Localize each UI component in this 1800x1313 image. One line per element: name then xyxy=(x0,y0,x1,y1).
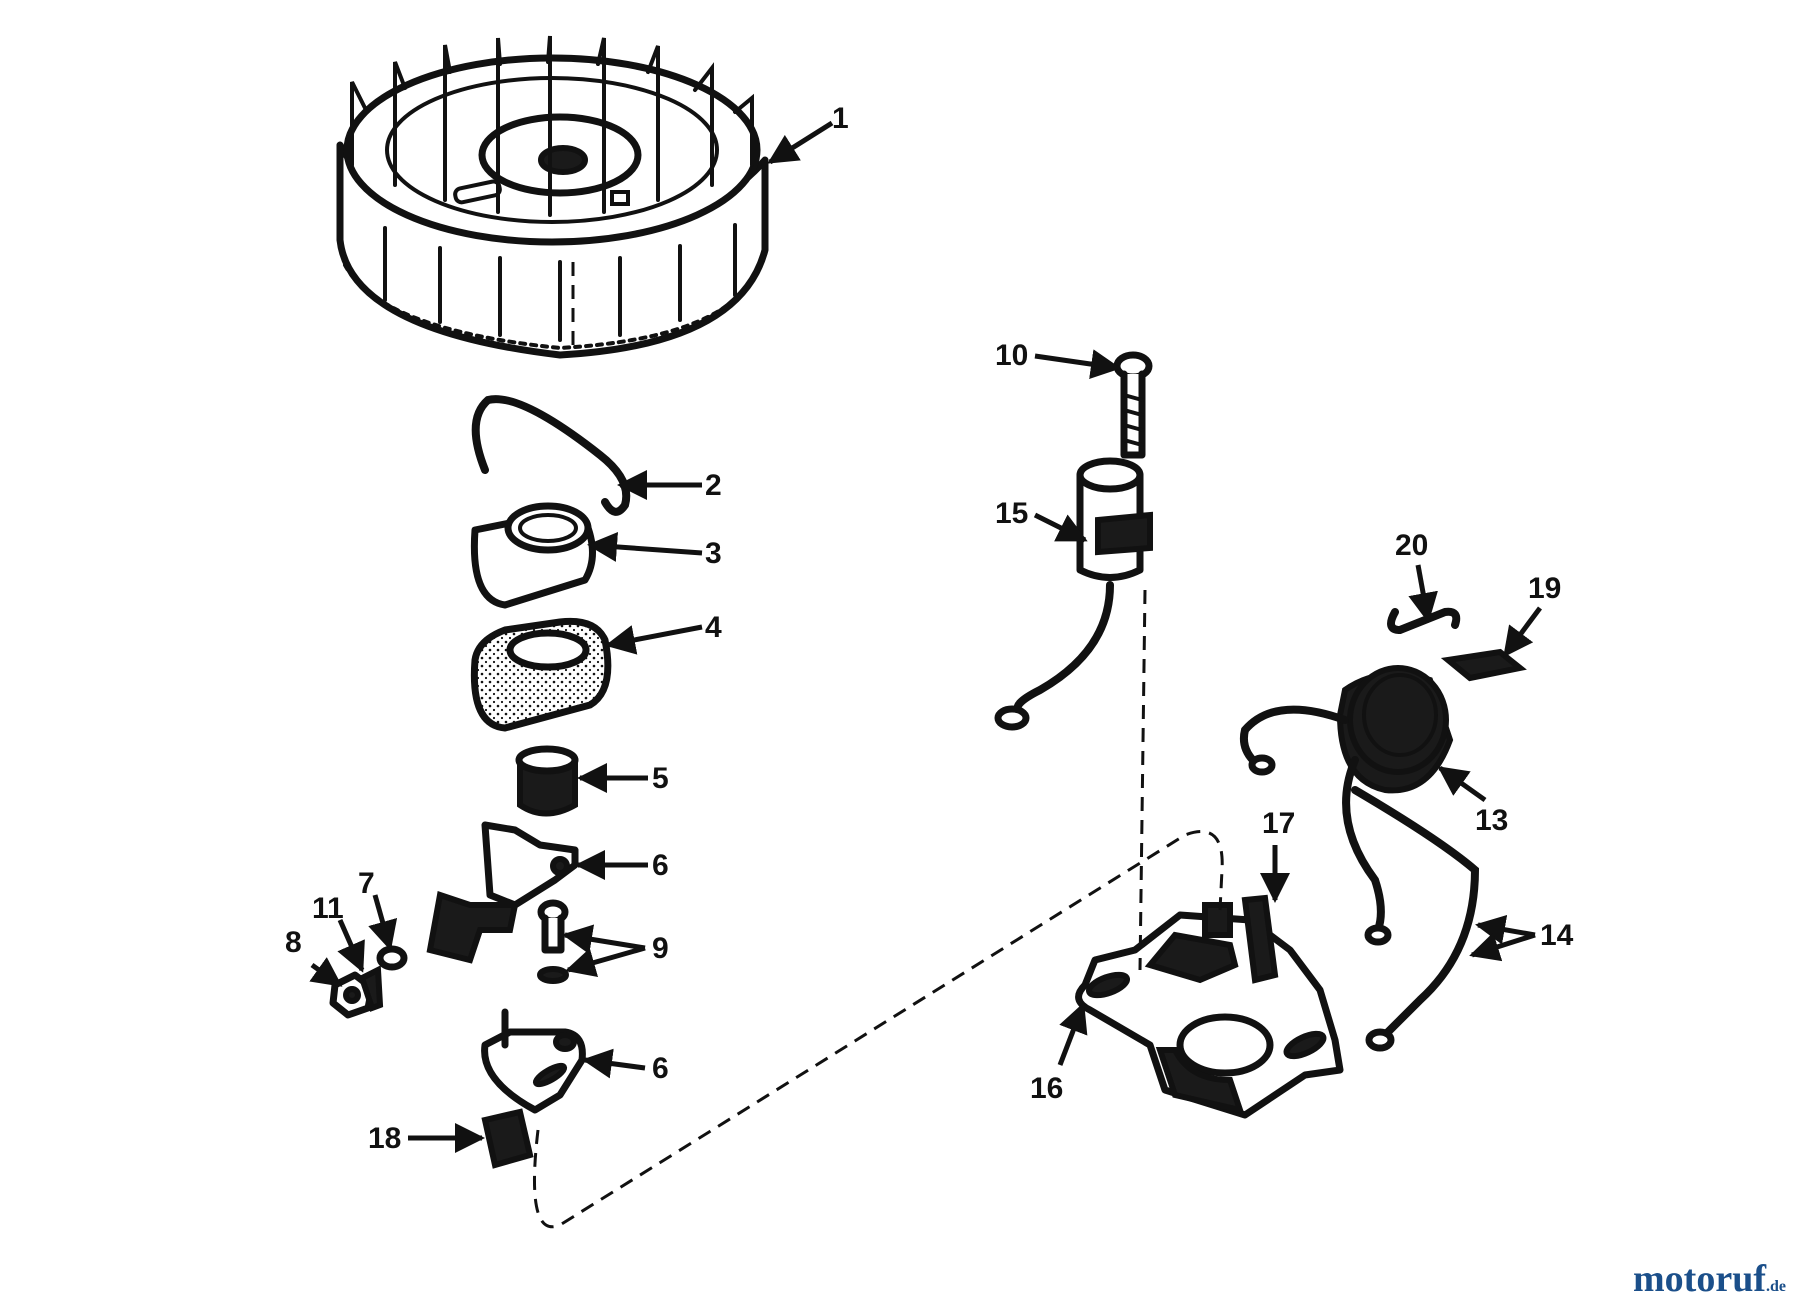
screw-and-washer-part xyxy=(537,899,569,984)
callout-13: 13 xyxy=(1475,804,1508,837)
spring-clip-part xyxy=(471,395,631,516)
callout-2: 2 xyxy=(705,469,722,502)
flywheel-fins xyxy=(350,35,754,342)
alignment-lines xyxy=(533,262,1224,1229)
gasket-part xyxy=(470,617,612,732)
breaker-arm-part xyxy=(426,821,579,964)
flywheel-part xyxy=(336,35,769,359)
callout-1: 1 xyxy=(832,102,849,135)
watermark-suffix: .de xyxy=(1766,1278,1786,1295)
callout-17: 17 xyxy=(1262,807,1295,840)
felt-wick-part xyxy=(481,1108,534,1169)
callout-11: 11 xyxy=(312,892,344,925)
condenser-screw-part xyxy=(1113,351,1153,459)
cam-plate-part xyxy=(470,502,596,609)
callout-4: 4 xyxy=(705,611,722,644)
callout-14: 14 xyxy=(1540,919,1574,952)
callout-labels: 1 2 3 4 5 6 7 8 9 11 6 18 10 15 20 19 13… xyxy=(285,102,1574,1155)
callout-8: 8 xyxy=(285,926,302,959)
retainer-clip-part xyxy=(1387,607,1461,635)
watermark-name: motoruf xyxy=(1633,1258,1766,1300)
callout-15: 15 xyxy=(995,497,1028,530)
callout-10: 10 xyxy=(995,339,1028,372)
condenser-part xyxy=(994,457,1153,731)
callout-6-lower: 6 xyxy=(652,1052,669,1085)
leader-lines xyxy=(309,120,1543,1153)
callout-16: 16 xyxy=(1030,1072,1063,1105)
watermark-logo: motoruf.de xyxy=(1633,1257,1786,1301)
callout-7: 7 xyxy=(358,867,375,900)
small-block-part xyxy=(1440,648,1527,682)
ignition-coil-part xyxy=(1239,665,1480,1052)
nut-and-washers-part xyxy=(329,945,408,1019)
bushing-part xyxy=(515,745,579,817)
callout-19: 19 xyxy=(1528,572,1561,605)
callout-9: 9 xyxy=(652,932,669,965)
magneto-base-part xyxy=(1075,894,1344,1119)
callout-20: 20 xyxy=(1395,529,1428,562)
callout-18: 18 xyxy=(368,1122,401,1155)
breaker-base-plate-part xyxy=(481,1008,586,1114)
callout-6-upper: 6 xyxy=(652,849,669,882)
callout-5: 5 xyxy=(652,762,669,795)
callout-3: 3 xyxy=(705,537,722,570)
